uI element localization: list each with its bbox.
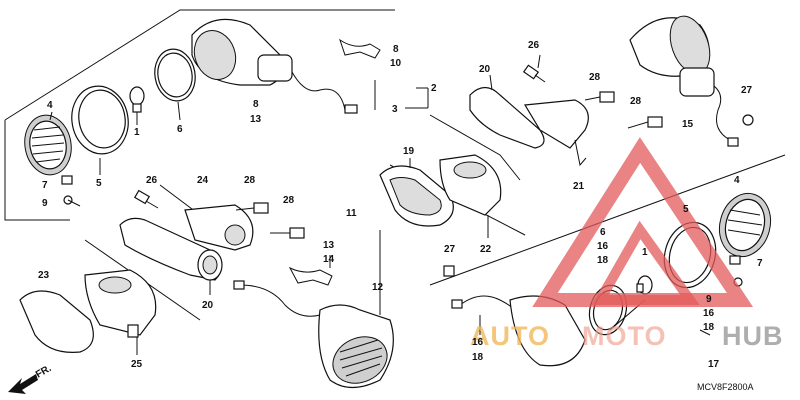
callout-10: 10 [390,58,402,69]
callout-17: 17 [708,359,720,370]
lens-4-lower [718,192,772,258]
callout-28-a: 28 [589,72,601,83]
callout-20-lower: 20 [202,300,214,311]
callout-14: 14 [323,254,335,265]
turn-signal-lens-upper-left [24,114,72,176]
socket-clip-upper [339,38,381,59]
callout-4-upper: 4 [47,100,53,111]
upper-left-group-frame [4,9,395,221]
bolt-26-mid [133,189,159,209]
socket-clip-mid [288,266,333,286]
housing-15 [629,15,739,147]
callout-26-upper: 26 [528,40,540,51]
watermark-hub: HUB [722,321,784,351]
callout-27-lower: 27 [444,244,456,255]
callout-7-upper: 7 [42,180,48,191]
bolt-28-b [627,116,663,129]
screw-27-upper-right [742,114,754,126]
mount-19 [379,165,454,227]
bracket-25 [84,269,157,338]
callout-28-b: 28 [630,96,642,107]
callout-18-b: 18 [597,255,609,266]
callout-2: 2 [431,83,437,94]
callout-23: 23 [38,270,50,281]
watermark-logo: AUTO MOTO HUB [470,137,784,351]
callout-11: 11 [346,208,357,219]
bolt-28-a [584,91,615,103]
callout-5-lower: 5 [683,204,689,215]
callout-12: 12 [372,282,384,293]
callout-16-a: 16 [472,337,484,348]
callout-18-a: 18 [472,352,484,363]
callout-1-lower: 1 [642,247,648,258]
callout-21: 21 [573,181,585,192]
callout-8-a: 8 [393,44,399,55]
bracket-22 [439,154,502,216]
callout-13-upper: 13 [250,114,262,125]
watermark-auto: AUTO [470,321,550,351]
screw-27-lower [443,265,455,277]
callout-25: 25 [131,359,143,370]
callout-9-upper: 9 [42,198,48,209]
callout-15: 15 [682,119,694,130]
bolt-28-d [270,227,305,239]
watermark-moto: MOTO [582,321,667,351]
callout-19: 19 [403,146,415,157]
turn-signal-12 [233,280,394,389]
bolt-26-upper [522,64,546,83]
callout-4-lower: 4 [734,175,740,186]
callout-13-mid: 13 [323,240,335,251]
stay-20-lower [119,217,223,281]
callout-9-lower: 9 [706,294,712,305]
callout-28-d: 28 [283,195,295,206]
callout-24: 24 [197,175,209,186]
callout-18-c: 18 [703,322,715,333]
callout-1-upper: 1 [134,127,140,138]
front-arrow-label: FR. [34,363,54,381]
callout-6-upper: 6 [177,124,183,135]
housing-upper-left [191,18,358,114]
callout-16-b: 16 [597,241,609,252]
callout-7-lower: 7 [757,258,763,269]
callout-6-lower: 6 [600,227,606,238]
callout-16-c: 16 [703,308,715,319]
bolt-28-c [235,202,269,214]
callout-leaders [49,54,711,355]
callout-3: 3 [392,104,398,115]
stay-20-upper [469,86,589,149]
callout-8-b: 8 [253,99,259,110]
small-screw-9-upper [63,195,81,207]
bulb-upper-left [129,86,145,113]
callout-numbers: 4 5 1 6 7 9 8 10 2 3 8 13 26 20 28 28 21… [38,40,763,370]
callout-5-upper: 5 [96,178,102,189]
bracket-24 [184,204,254,251]
mount-23 [19,290,94,353]
callout-22: 22 [480,244,492,255]
nut-7-lower [729,255,741,265]
callout-28-c: 28 [244,175,256,186]
bracket-21 [574,139,587,167]
small-nut-7-upper [61,175,73,185]
callout-26-mid: 26 [146,175,158,186]
callout-27-upper: 27 [741,85,753,96]
rim-ring-upper-left [71,85,129,155]
front-direction-arrow: FR. [8,363,54,394]
diagram-code: MCV8F2800A [697,382,754,392]
bulb-1-lower [636,275,653,295]
gasket-upper-left [154,48,196,102]
callout-20-upper: 20 [479,64,491,75]
